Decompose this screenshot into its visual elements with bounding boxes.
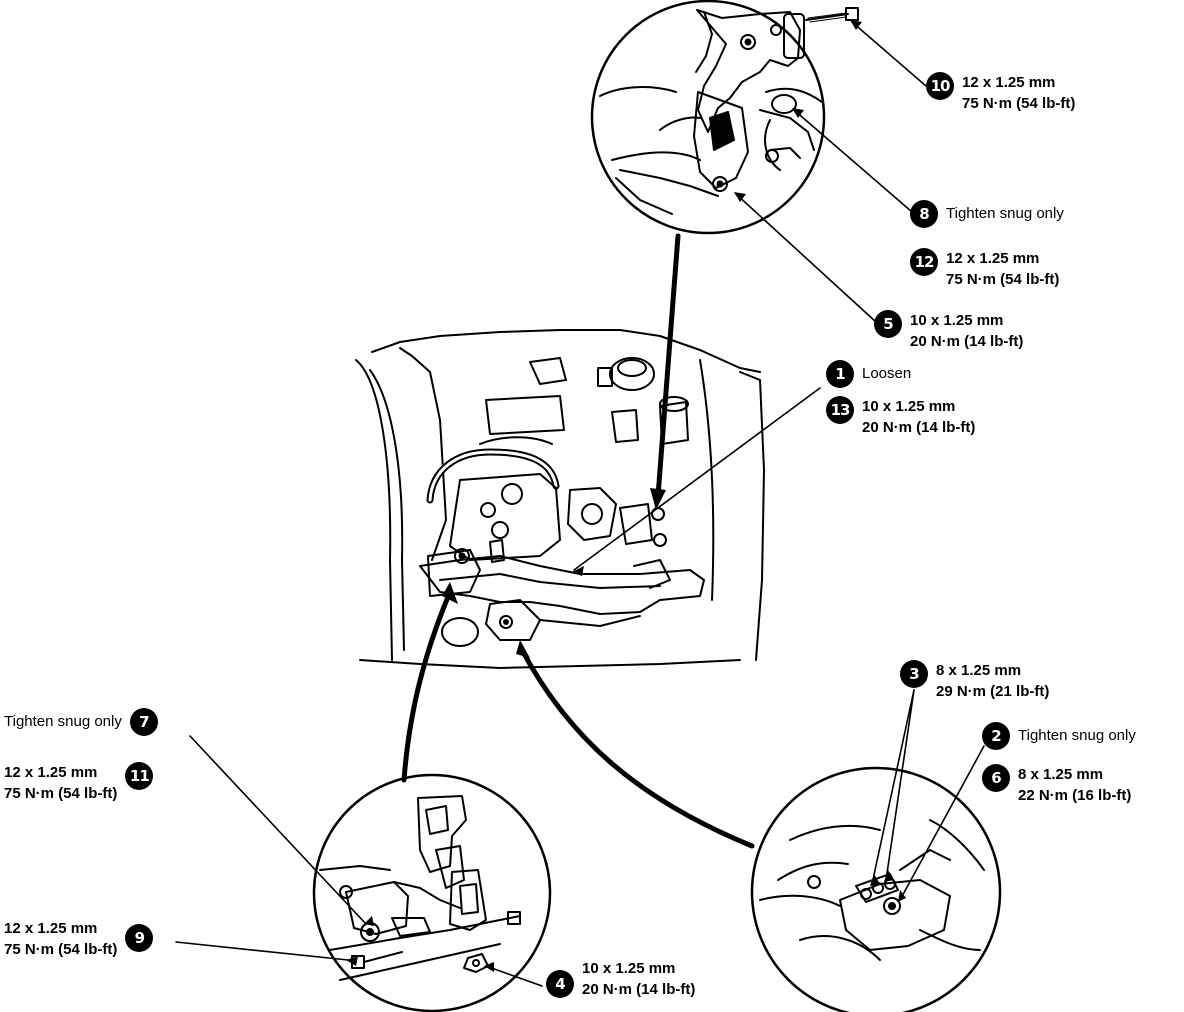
callout-11-line-1: 12 x 1.25 mm (4, 764, 98, 781)
callout-6-line-1: 8 x 1.25 mm (1018, 766, 1104, 783)
callout-text-9: 12 x 1.25 mm 75 N·m (54 lb-ft) (4, 918, 117, 960)
callout-text-12: 12 x 1.25 mm 75 N·m (54 lb-ft) (946, 248, 1059, 290)
callout-2-line-1: Tighten snug only (1018, 727, 1136, 744)
callout-8-line-1: Tighten snug only (946, 205, 1064, 222)
callout-7-line-1: Tighten snug only (4, 713, 122, 730)
callout-10: 10 12 x 1.25 mm 75 N·m (54 lb-ft) (926, 72, 1075, 114)
connector-arrows (401, 233, 755, 849)
callout-badge-9: 9 (125, 924, 154, 952)
callout-12-line-2: 75 N·m (54 lb-ft) (946, 271, 1060, 288)
detail-circle-top (590, 0, 826, 235)
detail-circle-bottom-right (750, 766, 1002, 1012)
engine-compartment (355, 329, 765, 669)
callout-2: 2 Tighten snug only (982, 722, 1136, 750)
bolt-9 (351, 951, 403, 969)
callout-9-line-2: 75 N·m (54 lb-ft) (4, 941, 118, 958)
callout-text-7: Tighten snug only (4, 708, 122, 732)
callout-badge-8: 8 (910, 200, 938, 228)
callout-text-8: Tighten snug only (946, 200, 1064, 224)
callout-7: 7 Tighten snug only (4, 708, 158, 736)
callout-badge-7: 7 (129, 708, 158, 736)
callout-9-line-1: 12 x 1.25 mm (4, 920, 98, 937)
callout-5-line-2: 20 N·m (14 lb-ft) (910, 333, 1024, 350)
callout-10-line-1: 12 x 1.25 mm (962, 74, 1056, 91)
callout-10-line-2: 75 N·m (54 lb-ft) (962, 95, 1076, 112)
callout-text-3: 8 x 1.25 mm 29 N·m (21 lb-ft) (936, 660, 1049, 702)
callout-badge-10: 10 (926, 72, 954, 100)
callout-1-line-1: Loosen (862, 365, 912, 382)
callout-4-line-2: 20 N·m (14 lb-ft) (582, 981, 696, 998)
callout-text-2: Tighten snug only (1018, 722, 1136, 746)
detail-circle-bottom-left (312, 773, 552, 1012)
callout-badge-5: 5 (874, 310, 902, 338)
callout-badge-13: 13 (826, 396, 854, 424)
callout-11: 11 12 x 1.25 mm 75 N·m (54 lb-ft) (4, 762, 154, 804)
callout-1: 1 Loosen (826, 360, 911, 388)
callout-text-11: 12 x 1.25 mm 75 N·m (54 lb-ft) (4, 762, 117, 804)
callout-12: 12 12 x 1.25 mm 75 N·m (54 lb-ft) (910, 248, 1059, 290)
leader-lines (175, 21, 985, 987)
callout-3-line-1: 8 x 1.25 mm (936, 662, 1022, 679)
callout-badge-12: 12 (910, 248, 938, 276)
callout-text-5: 10 x 1.25 mm 20 N·m (14 lb-ft) (910, 310, 1023, 352)
callout-13: 13 10 x 1.25 mm 20 N·m (14 lb-ft) (826, 396, 975, 438)
callout-5: 5 10 x 1.25 mm 20 N·m (14 lb-ft) (874, 310, 1023, 352)
callout-badge-2: 2 (982, 722, 1010, 750)
bolt-10 (805, 7, 859, 23)
callout-badge-1: 1 (826, 360, 854, 388)
callout-11-line-2: 75 N·m (54 lb-ft) (4, 785, 118, 802)
callout-5-line-1: 10 x 1.25 mm (910, 312, 1004, 329)
callout-text-6: 8 x 1.25 mm 22 N·m (16 lb-ft) (1018, 764, 1131, 806)
callout-text-10: 12 x 1.25 mm 75 N·m (54 lb-ft) (962, 72, 1075, 114)
callout-text-1: Loosen (862, 360, 911, 384)
callout-6: 6 8 x 1.25 mm 22 N·m (16 lb-ft) (982, 764, 1131, 806)
callout-3-line-2: 29 N·m (21 lb-ft) (936, 683, 1050, 700)
callout-13-line-1: 10 x 1.25 mm (862, 398, 956, 415)
callout-badge-4: 4 (546, 970, 574, 998)
callout-badge-6: 6 (982, 764, 1010, 792)
callout-9: 9 12 x 1.25 mm 75 N·m (54 lb-ft) (4, 918, 154, 960)
callout-4-line-1: 10 x 1.25 mm (582, 960, 676, 977)
callout-4: 4 10 x 1.25 mm 20 N·m (14 lb-ft) (546, 958, 695, 1000)
callout-6-line-2: 22 N·m (16 lb-ft) (1018, 787, 1132, 804)
callout-badge-3: 3 (900, 660, 928, 688)
nut-4 (463, 953, 489, 973)
callout-8: 8 Tighten snug only (910, 200, 1064, 228)
callout-badge-11: 11 (125, 762, 154, 790)
callout-12-line-1: 12 x 1.25 mm (946, 250, 1040, 267)
callout-3: 3 8 x 1.25 mm 29 N·m (21 lb-ft) (900, 660, 1049, 702)
callout-text-4: 10 x 1.25 mm 20 N·m (14 lb-ft) (582, 958, 695, 1000)
callout-text-13: 10 x 1.25 mm 20 N·m (14 lb-ft) (862, 396, 975, 438)
callout-13-line-2: 20 N·m (14 lb-ft) (862, 419, 976, 436)
